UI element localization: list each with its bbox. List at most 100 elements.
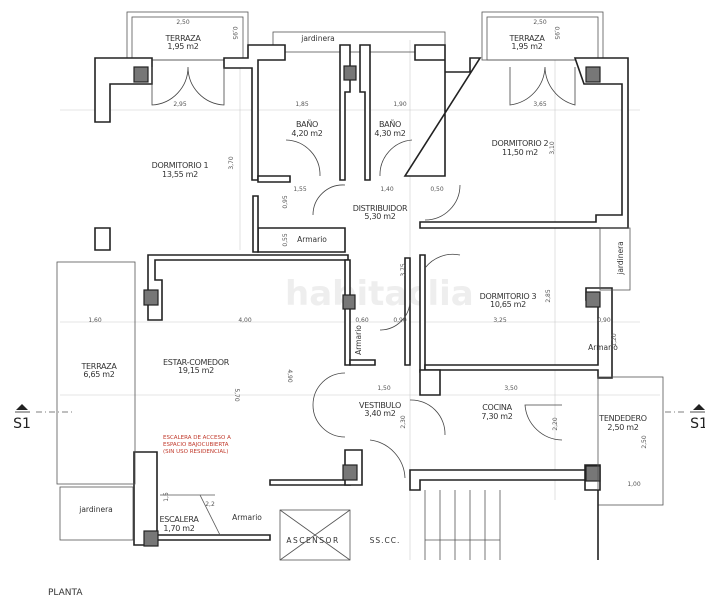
dimension: 3,70: [228, 156, 235, 170]
section-label: S1: [13, 416, 31, 432]
room-name: ESTAR-COMEDOR: [163, 358, 230, 367]
column: [133, 66, 149, 83]
dimension: 3,25: [493, 317, 507, 324]
room-name: TENDEDERO: [598, 414, 647, 423]
elevator-shaft: [279, 509, 351, 561]
dimension: 4,00: [238, 317, 252, 324]
column: [585, 291, 601, 308]
terraza-1-inner: [131, 16, 244, 61]
plan-title: PLANTA: [48, 588, 83, 598]
column: [585, 465, 601, 482]
room-name: DORMITORIO 1: [152, 161, 209, 170]
room-area: 10,65 m2: [490, 300, 526, 309]
dimension: 2,2: [205, 501, 215, 508]
stairs: [160, 490, 599, 561]
dimension: 3,10: [549, 141, 556, 155]
dimension: 0,95: [553, 26, 560, 40]
room-name: TERRAZA: [80, 362, 117, 371]
room-area: 1,70 m2: [163, 524, 194, 533]
room-area: 4,20 m2: [291, 129, 322, 138]
room-area: 6,65 m2: [83, 370, 114, 379]
ascensor-label: ASCENSOR: [286, 536, 339, 545]
dimension: 1,55: [293, 186, 307, 193]
room-name: COCINA: [482, 403, 512, 412]
dimension: 1,00: [627, 481, 641, 488]
section-marker-left: S1: [13, 404, 72, 432]
room-name: DORMITORIO 2: [492, 139, 549, 148]
columns: [133, 65, 601, 547]
dimension: 2,95: [173, 101, 187, 108]
jardinera-left: [59, 486, 134, 541]
doors: [151, 66, 576, 479]
room-name: VESTIBULO: [359, 401, 401, 410]
column: [342, 294, 356, 310]
room-name: BAÑO: [296, 119, 318, 129]
room-labels: TERRAZA 1,95 m2 TERRAZA 1,95 m2 BAÑO 4,2…: [78, 34, 647, 545]
jardinera-top: [272, 31, 446, 53]
room-area: 3,40 m2: [364, 409, 395, 418]
armario-label: Armario: [354, 325, 363, 355]
stair-note: (SIN USO RESIDENCIAL): [163, 449, 228, 455]
room-area: 19,15 m2: [178, 366, 214, 375]
room-area: 7,30 m2: [481, 412, 512, 421]
room-area: 2,50 m2: [607, 423, 638, 432]
armario-label: Armario: [297, 235, 327, 244]
dimension: 0,90: [393, 317, 407, 324]
room-name: TERRAZA: [164, 34, 201, 43]
tendedero-outline: [597, 376, 664, 506]
room-name: ESCALERA: [159, 515, 199, 524]
jardinera-right: [599, 227, 631, 291]
stair-note: ESPACIO BAJOCUBIERTA: [163, 442, 229, 448]
dimension: 1,5: [163, 492, 170, 502]
terraza-left: [56, 261, 136, 485]
jardinera-label: jardinera: [300, 34, 335, 43]
dimension-labels: 2,50 0,95 2,50 0,95 2,95 1,85 1,90 3,70 …: [88, 19, 648, 508]
dimension: 1,90: [393, 101, 407, 108]
dimension: 2,50: [641, 435, 648, 449]
dimension: 1,60: [88, 317, 102, 324]
dimension: 1,85: [295, 101, 309, 108]
dimension: 2,50: [533, 19, 547, 26]
column: [585, 66, 601, 83]
room-area: 1,95 m2: [511, 42, 542, 51]
jardinera-label: jardinera: [616, 241, 625, 276]
dimension: 5,70: [233, 388, 240, 402]
room-area: 5,30 m2: [364, 212, 395, 221]
section-label: S1: [690, 416, 705, 432]
section-arrow-icon: [16, 404, 28, 410]
sscc-label: SS.CC.: [370, 536, 401, 545]
dimension: 0,95: [282, 195, 289, 209]
dimension: 2,20: [552, 417, 559, 431]
room-name: DISTRIBUIDOR: [353, 204, 408, 213]
stair-note: ESCALERA DE ACCESO A: [163, 435, 231, 441]
room-area: 13,55 m2: [162, 170, 198, 179]
room-name: BAÑO: [379, 119, 401, 129]
dimension: 0,90: [597, 317, 611, 324]
dimension: 1,20: [611, 333, 618, 347]
armario-label: Armario: [588, 343, 618, 352]
room-area: 1,95 m2: [167, 42, 198, 51]
dimension: 0,60: [355, 317, 369, 324]
dimension: 2,30: [400, 415, 407, 429]
room-name: TERRAZA: [508, 34, 545, 43]
room-name: DORMITORIO 3: [480, 292, 537, 301]
jardinera-label: jardinera: [78, 505, 113, 514]
dimension: 1,50: [377, 385, 391, 392]
column: [143, 530, 159, 547]
dimension: 4,90: [286, 369, 293, 383]
dimension: 0,95: [231, 26, 238, 40]
column: [342, 464, 358, 481]
watermark: habitaclia: [285, 274, 474, 314]
armario-label: Armario: [232, 513, 262, 522]
room-area: 4,30 m2: [374, 129, 405, 138]
terraza-2-inner: [486, 16, 599, 61]
walls: [94, 44, 629, 546]
dimension: 0,50: [430, 186, 444, 193]
dimension: 2,85: [545, 289, 552, 303]
dimension: 3,75: [400, 263, 407, 277]
dimension: 1,40: [380, 186, 394, 193]
section-marker-right: S1: [665, 404, 705, 432]
dimension: 3,50: [504, 385, 518, 392]
column: [343, 65, 357, 81]
